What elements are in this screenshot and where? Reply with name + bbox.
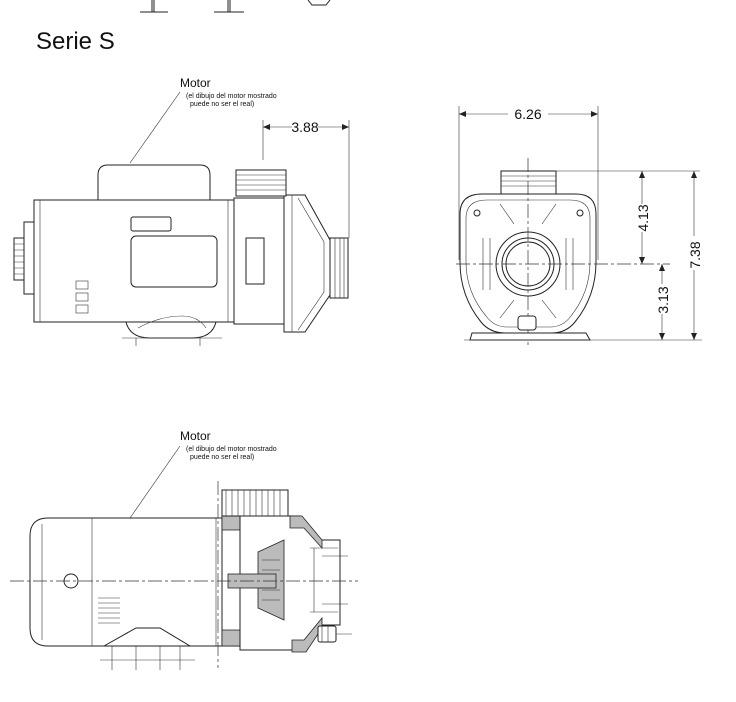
volute xyxy=(283,194,331,333)
dim-front-total: 7.38 xyxy=(687,241,703,268)
front-view: 6.26 4.13 3.13 7. xyxy=(456,106,703,345)
front-top-port xyxy=(500,170,557,195)
section-motor-leader-line xyxy=(129,445,181,519)
series-title: Serie S xyxy=(36,28,115,55)
side-view: Motor (el dibujo del motor mostrado pued… xyxy=(13,76,350,346)
top-port xyxy=(235,169,287,197)
motor-note-line1: (el dibujo del motor mostrado xyxy=(186,93,277,100)
motor-leader-line xyxy=(129,91,181,164)
section-view: Motor (el dibujo del motor mostrado pued… xyxy=(10,429,358,670)
section-motor-note-line1: (el dibujo del motor mostrado xyxy=(186,446,277,453)
dim-front-lower: 3.13 xyxy=(655,286,671,313)
motor-foot xyxy=(125,321,217,339)
section-motor-body xyxy=(29,517,223,647)
side-port xyxy=(329,237,349,299)
dim-side-width: 3.88 xyxy=(291,119,318,135)
motor-label: Motor xyxy=(180,76,211,90)
dim-front-upper: 4.13 xyxy=(635,204,651,231)
section-drain-plug xyxy=(317,625,337,643)
section-top-port xyxy=(221,489,289,517)
section-motor-label: Motor xyxy=(180,429,211,443)
section-motor-note-line2: puede no ser el real) xyxy=(190,454,254,461)
dim-front-width: 6.26 xyxy=(514,106,541,122)
nameplate xyxy=(130,235,218,288)
previous-drawing-remnant xyxy=(140,0,331,13)
terminal-box xyxy=(97,164,211,201)
motor-note-line2: puede no ser el real) xyxy=(190,101,254,108)
